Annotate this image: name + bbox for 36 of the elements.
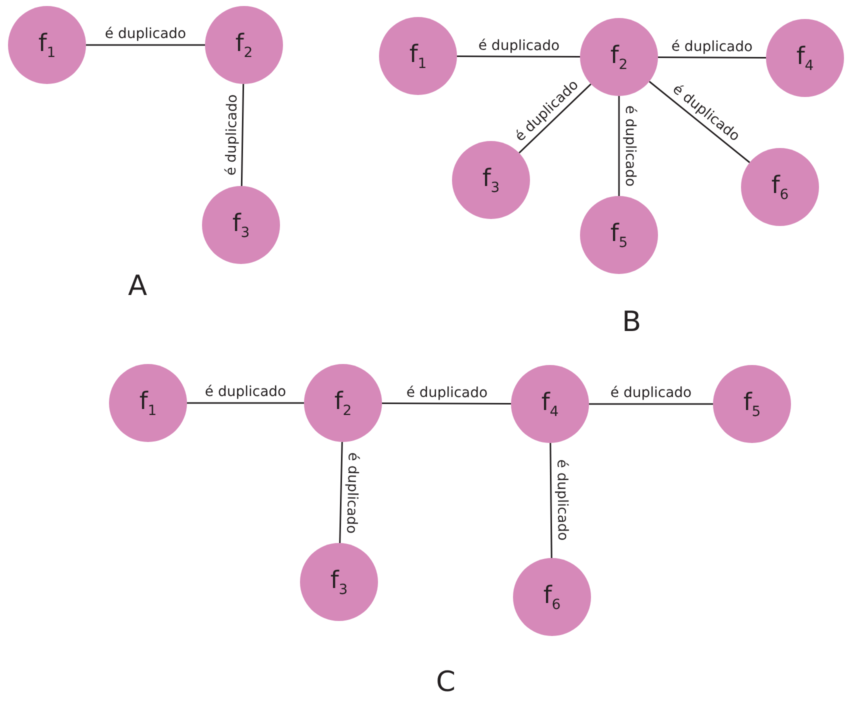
node-label: f$_{2}$ [235, 30, 253, 60]
edge-label: é duplicado [622, 103, 638, 189]
connector-line [658, 56, 766, 59]
edge-label: é duplicado [202, 384, 288, 400]
connector-line [618, 96, 620, 196]
edge-label: é duplicado [102, 26, 188, 42]
node-label: f$_{4}$ [541, 390, 559, 418]
node-label: f$_{6}$ [771, 172, 789, 202]
node-label: f$_{5}$ [610, 220, 628, 250]
node-label: f$_{5}$ [743, 390, 761, 418]
panel-letter: B [622, 308, 642, 336]
node-label: f$_{6}$ [543, 582, 561, 612]
connector-line [240, 84, 244, 186]
connector-line [589, 403, 713, 405]
node-label: f$_{1}$ [409, 42, 427, 70]
connector-line [550, 443, 552, 558]
node-label: f$_{1}$ [38, 30, 56, 60]
edge-label: é duplicado [608, 385, 694, 401]
connector-line [187, 402, 304, 404]
node-label: f$_{4}$ [796, 44, 814, 72]
node-label: f$_{1}$ [139, 388, 157, 418]
connector-line [86, 44, 205, 46]
connector-line [518, 83, 592, 154]
connector-line [382, 402, 511, 405]
connector-line [457, 55, 580, 58]
connector-line [339, 442, 343, 544]
node-label: f$_{3}$ [232, 210, 250, 240]
edge-label: é duplicado [222, 92, 240, 178]
node-label: f$_{3}$ [482, 166, 500, 194]
panel-letter: C [436, 668, 456, 696]
node-label: f$_{3}$ [330, 568, 348, 596]
panel-letter: A [128, 272, 148, 300]
node-label: f$_{2}$ [610, 42, 628, 72]
edge-label: é duplicado [669, 38, 755, 55]
node-label: f$_{2}$ [334, 388, 352, 418]
connector-line [648, 80, 750, 164]
